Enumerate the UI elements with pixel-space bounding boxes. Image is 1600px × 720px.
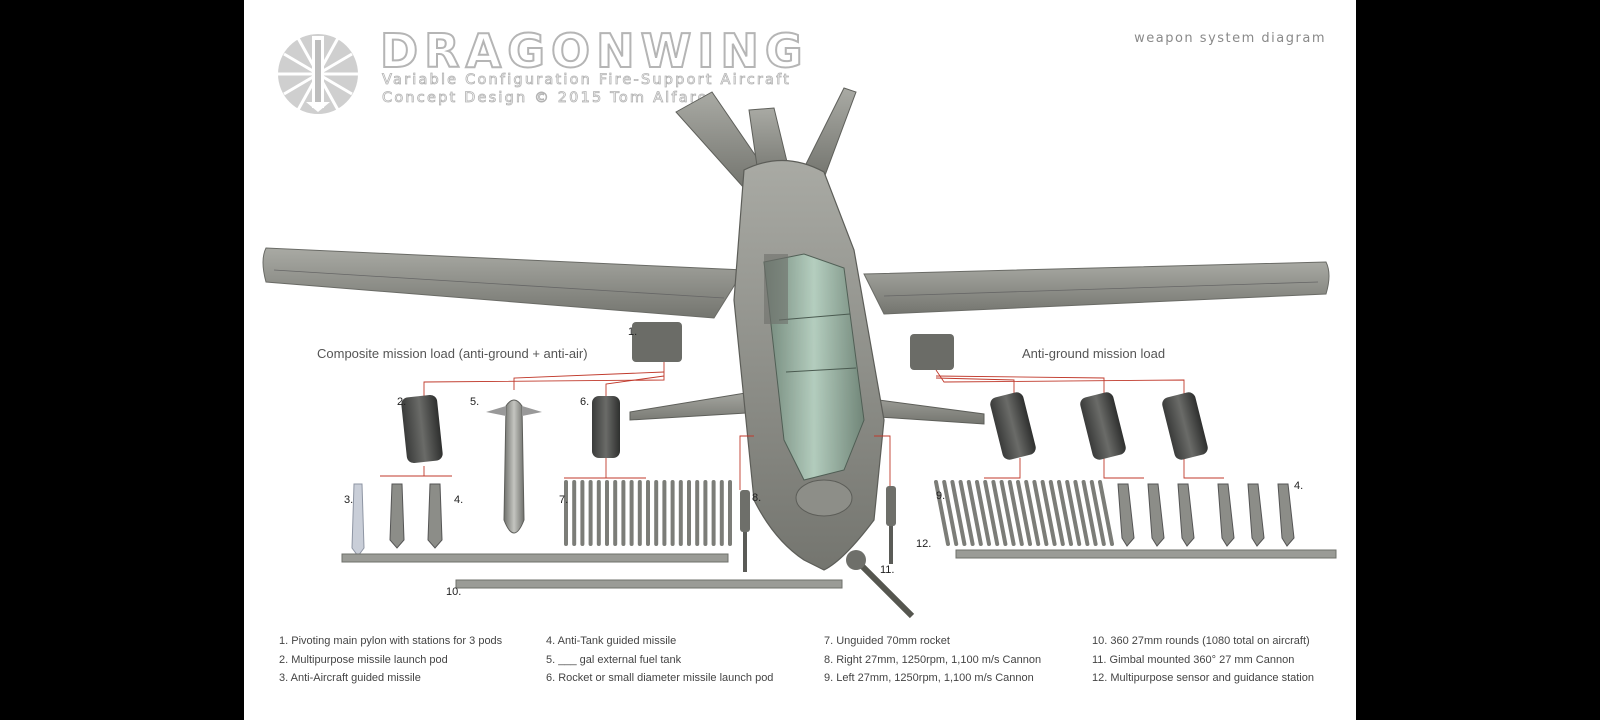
rocket bbox=[950, 480, 967, 546]
missile-launch-pod-left bbox=[401, 394, 443, 464]
missile-launch-pods-right bbox=[990, 392, 1208, 460]
rocket bbox=[966, 480, 983, 546]
legend-column-2: 4. Anti-Tank guided missile 5. ___ gal e… bbox=[546, 632, 816, 688]
callout-7: 7. bbox=[559, 494, 569, 506]
rocket bbox=[1065, 480, 1082, 546]
design-credit: Concept Design © 2015 Tom Alfaro bbox=[382, 90, 709, 107]
rocket bbox=[1081, 480, 1098, 546]
rocket bbox=[975, 480, 991, 546]
leader-lines bbox=[380, 362, 1224, 490]
callout-12: 12. bbox=[916, 538, 932, 550]
aircraft-subtitle: Variable Configuration Fire-Support Airc… bbox=[382, 72, 792, 89]
ammo-belts bbox=[341, 549, 1337, 589]
legend-item-5: 5. ___ gal external fuel tank bbox=[546, 653, 682, 666]
load-label-anti-ground: Anti-ground mission load bbox=[1022, 346, 1166, 361]
rocket bbox=[1057, 480, 1073, 546]
at-missile bbox=[1117, 483, 1135, 547]
at-missile bbox=[1177, 483, 1195, 547]
callout-4: 4. bbox=[454, 494, 464, 506]
fuselage bbox=[733, 159, 885, 571]
legend-item-4: 4. Anti-Tank guided missile bbox=[546, 635, 677, 647]
aa-missile bbox=[351, 483, 365, 557]
pylon-left bbox=[632, 322, 682, 362]
legend-item-10: 10. 360 27mm rounds (1080 total on aircr… bbox=[1092, 635, 1310, 647]
callout-4-right: 4. bbox=[1294, 480, 1304, 492]
rocket bbox=[1073, 480, 1090, 546]
legend-item-8: 8. Right 27mm, 1250rpm, 1,100 m/s Cannon bbox=[824, 653, 1042, 666]
cannon-right bbox=[740, 490, 750, 572]
aircraft-illustration bbox=[262, 87, 1337, 619]
rocket bbox=[1089, 480, 1106, 546]
wing-left bbox=[262, 247, 745, 319]
legend-item-1: 1. Pivoting main pylon with stations for… bbox=[279, 635, 503, 647]
legend-item-9: 9. Left 27mm, 1250rpm, 1,100 m/s Cannon bbox=[824, 672, 1034, 684]
callout-2: 2. bbox=[397, 396, 407, 408]
rocket bbox=[999, 480, 1016, 546]
pylon-right bbox=[910, 334, 954, 370]
load-label-composite: Composite mission load (anti-ground + an… bbox=[317, 346, 588, 361]
aircraft-title: DRAGONWING bbox=[379, 23, 809, 79]
legend-item-6: 6. Rocket or small diameter missile laun… bbox=[546, 672, 774, 684]
rocket bbox=[958, 480, 975, 546]
rocket bbox=[1048, 480, 1065, 546]
diagram-sheet: DRAGONWING Variable Configuration Fire-S… bbox=[244, 0, 1356, 720]
legend-column-4: 10. 360 27mm rounds (1080 total on aircr… bbox=[1092, 632, 1356, 688]
legend-column-3: 7. Unguided 70mm rocket 8. Right 27mm, 1… bbox=[824, 632, 1094, 688]
legend-item-3: 3. Anti-Aircraft guided missile bbox=[279, 672, 421, 684]
callout-5: 5. bbox=[470, 396, 480, 408]
diagram-type-label: weapon system diagram bbox=[1134, 31, 1326, 46]
dragonwing-emblem-icon bbox=[278, 34, 358, 114]
wing-right bbox=[863, 261, 1330, 315]
legend-item-12: 12. Multipurpose sensor and guidance sta… bbox=[1092, 672, 1314, 684]
rocket bbox=[1098, 480, 1114, 546]
rocket-rack-left bbox=[564, 480, 732, 546]
callout-1: 1. bbox=[628, 326, 638, 338]
rocket-rack-right bbox=[934, 480, 1114, 546]
rocket bbox=[934, 480, 950, 546]
rocket bbox=[1007, 480, 1024, 546]
rocket-launch-pod-left bbox=[592, 396, 620, 458]
at-missile bbox=[1277, 483, 1295, 547]
rocket bbox=[1032, 480, 1049, 546]
callout-9: 9. bbox=[936, 490, 946, 502]
legend-item-2: 2. Multipurpose missile launch pod bbox=[279, 653, 448, 666]
at-missiles-right bbox=[1117, 483, 1295, 547]
callout-8: 8. bbox=[752, 492, 762, 504]
cannon-left bbox=[886, 486, 896, 564]
callout-10: 10. bbox=[446, 586, 462, 598]
gimbal-cannon bbox=[846, 550, 915, 619]
rocket bbox=[983, 480, 1000, 546]
legend-item-7: 7. Unguided 70mm rocket bbox=[824, 635, 950, 647]
rocket bbox=[1040, 480, 1057, 546]
callout-11: 11. bbox=[880, 564, 895, 576]
legend-item-11: 11. Gimbal mounted 360° 27 mm Cannon bbox=[1092, 653, 1295, 666]
fuel-tank bbox=[486, 399, 542, 534]
rocket bbox=[1016, 480, 1032, 546]
at-missile bbox=[1147, 483, 1165, 547]
at-missiles-left bbox=[389, 483, 443, 549]
at-missile bbox=[1247, 483, 1265, 547]
rocket bbox=[991, 480, 1008, 546]
at-missile bbox=[1217, 483, 1235, 547]
callout-6: 6. bbox=[580, 396, 590, 408]
legend-column-1: 1. Pivoting main pylon with stations for… bbox=[279, 632, 549, 688]
rocket bbox=[1024, 480, 1041, 546]
callout-3: 3. bbox=[344, 494, 354, 506]
rocket bbox=[942, 480, 959, 546]
